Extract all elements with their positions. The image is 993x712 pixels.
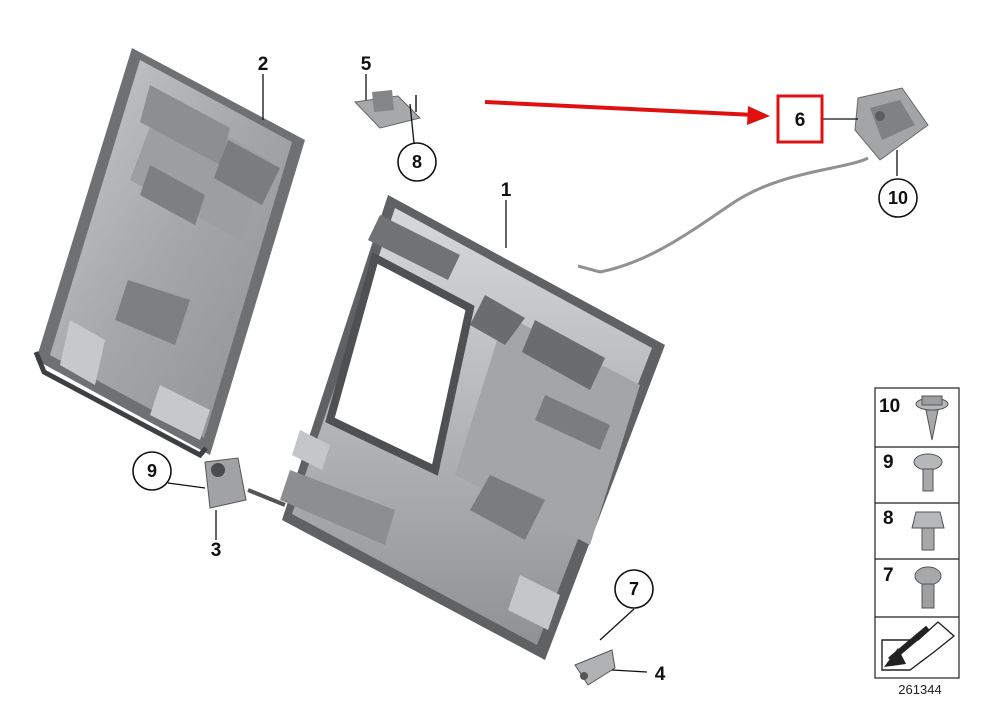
- screw-8-icon: [911, 511, 945, 551]
- release-cable: [577, 156, 869, 274]
- part-2-backrest-panel: [33, 48, 305, 459]
- screw-10-icon: [915, 395, 949, 441]
- label-4: 4: [655, 664, 666, 685]
- leader-lines: [167, 74, 898, 673]
- side-item-10: 10: [879, 396, 900, 417]
- part-6-release-housing: [854, 87, 929, 161]
- label-6: 6: [795, 110, 806, 131]
- side-item-8: 8: [883, 508, 894, 529]
- callout-8: 8: [412, 152, 422, 172]
- fastener-panel: 10 9 8 7: [874, 387, 960, 679]
- diagram-number: 261344: [898, 682, 941, 697]
- side-item-7: 7: [883, 565, 894, 586]
- part-3-bracket: [204, 457, 286, 509]
- side-item-9: 9: [883, 452, 894, 473]
- label-1: 1: [501, 180, 512, 201]
- screw-9-icon: [913, 453, 943, 492]
- callout-9: 9: [147, 461, 157, 481]
- callout-circles: [132, 142, 918, 609]
- direction-arrow-icon: [881, 621, 956, 671]
- label-3: 3: [211, 540, 222, 561]
- part-1-backrest-frame: [280, 195, 665, 660]
- part-5-latch: [353, 90, 421, 129]
- highlight-arrow: [484, 100, 770, 125]
- callout-10: 10: [888, 188, 908, 208]
- part-4-bracket: [574, 649, 616, 686]
- screw-7-icon: [914, 566, 942, 609]
- label-5: 5: [361, 54, 372, 75]
- callout-7: 7: [629, 579, 639, 599]
- label-2: 2: [258, 54, 269, 75]
- highlight-box-6: [776, 94, 824, 144]
